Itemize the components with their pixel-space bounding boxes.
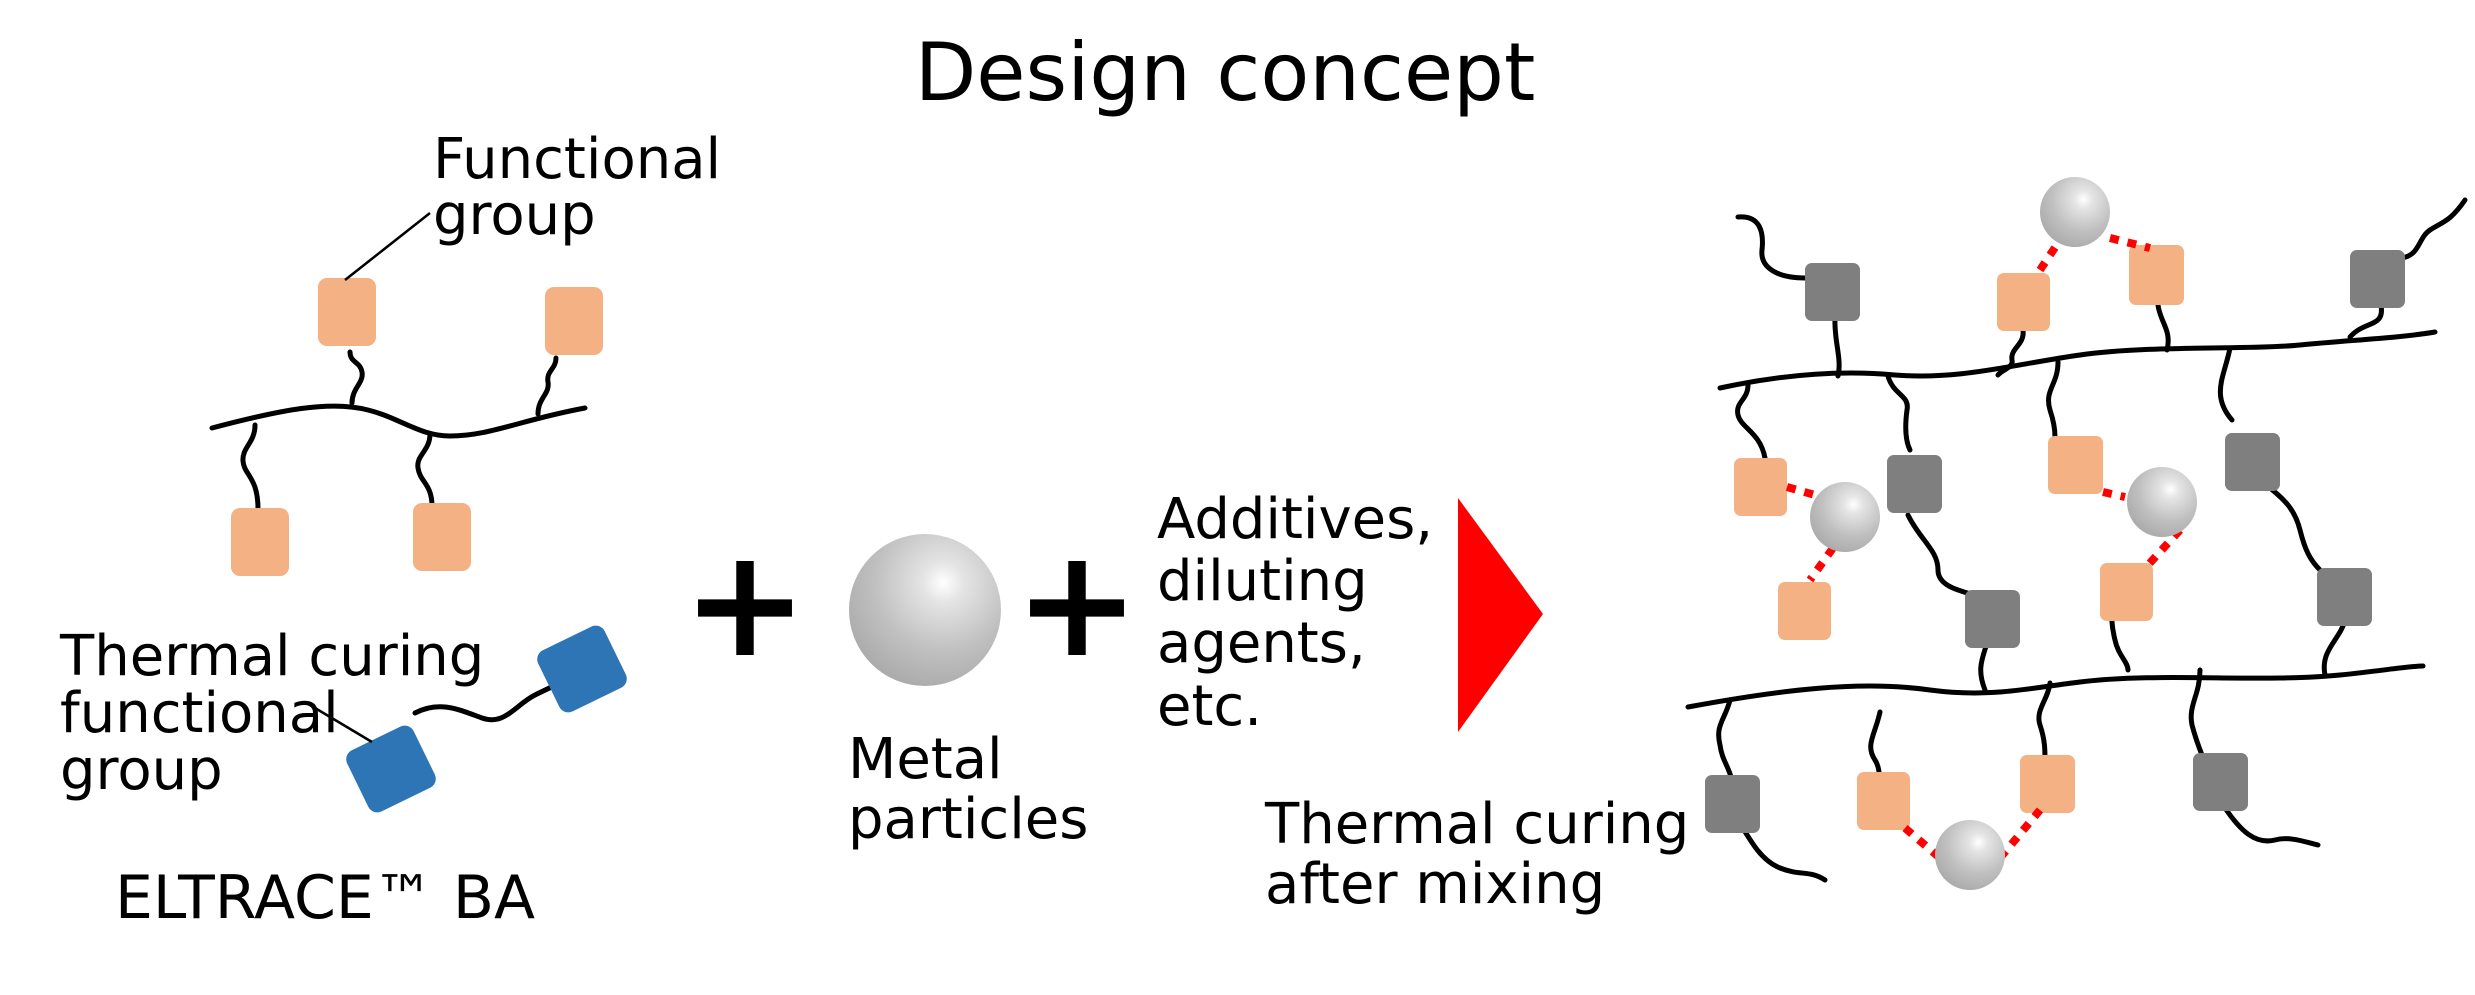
side-chain [2399,197,2468,261]
side-chain [2217,345,2235,423]
additives-label: Additives, diluting agents, etc. [1157,487,1451,739]
functional-group-block [318,278,376,346]
metal-particles-label: Metal particles [848,727,1088,852]
coordination-bond [1996,807,2044,861]
side-chain [2155,302,2171,353]
coordination-bond [2145,527,2183,568]
thermal-curing-functional-group-label: Thermal curing functional group [59,624,502,803]
cured-group-block [2193,753,2248,811]
functional-group-block [413,503,471,571]
side-chain [1885,373,1913,453]
cured-group-block [1887,455,1942,513]
side-chain [2321,617,2348,678]
side-chain [2188,667,2205,758]
functional-group-label: Functional group [433,127,739,248]
functional-group-block [1734,458,1787,516]
cured-group-block [2350,250,2405,308]
functional-group-block [2020,755,2075,813]
coordination-bond [1806,545,1837,583]
functional-group-block [545,287,603,355]
side-chain [240,422,261,512]
cured-group-block [1965,590,2020,648]
metal-particle-icon [849,534,1001,686]
backbone-chain [209,403,588,439]
side-chain [1716,697,1735,783]
side-chain [1905,512,1993,603]
side-chain [2046,359,2061,440]
side-chain [1735,382,1768,461]
coordination-bond [2036,237,2064,273]
product-name-label: ELTRACE™ BA [115,863,535,933]
side-chain [2036,680,2053,763]
leader-line [344,212,431,281]
coordination-bond [1902,824,1943,862]
functional-group-block [1997,273,2050,331]
process-label: Thermal curing after mixing [1264,792,1707,917]
diagram-title: Design concept [915,26,1536,119]
side-chain [2222,805,2321,848]
coordination-bond [2102,488,2126,501]
cured-group-block [1705,775,1760,833]
thermal-curing-group-block [346,725,436,813]
metal-particle-icon [1935,820,2005,890]
thermal-curing-group-block [537,625,627,713]
metal-particle-icon [2040,177,2110,247]
cured-network [1685,177,2468,890]
cured-group-block [1805,263,1860,321]
coordination-bond [2109,234,2151,252]
functional-group-block [2129,245,2184,305]
side-chain [535,355,559,417]
plus-sign: + [1014,517,1140,691]
cured-group-block [2317,568,2372,626]
coordination-bond [1785,483,1817,499]
cured-group-block [2225,433,2280,491]
functional-group-block [231,508,289,576]
eltrace-ba-molecule [209,278,627,813]
side-chain [415,431,435,509]
metal-particle-icon [2127,467,2197,537]
backbone-chain [1685,663,2426,710]
side-chain [2267,485,2323,573]
plus-sign: + [682,517,808,691]
side-chain [1832,315,1842,379]
side-chain [1735,214,1808,281]
process-arrow-icon [1458,498,1543,732]
side-chain [347,349,365,406]
backbone-chain [1717,329,2438,391]
functional-group-block [2100,563,2153,621]
leader-line [309,703,373,744]
side-chain [1868,709,1883,778]
functional-group-block [1778,582,1831,640]
functional-group-block [1857,772,1910,830]
side-chain [1995,327,2026,378]
metal-particle-icon [1810,482,1880,552]
functional-group-block [2048,436,2103,494]
side-chain [2347,302,2384,340]
